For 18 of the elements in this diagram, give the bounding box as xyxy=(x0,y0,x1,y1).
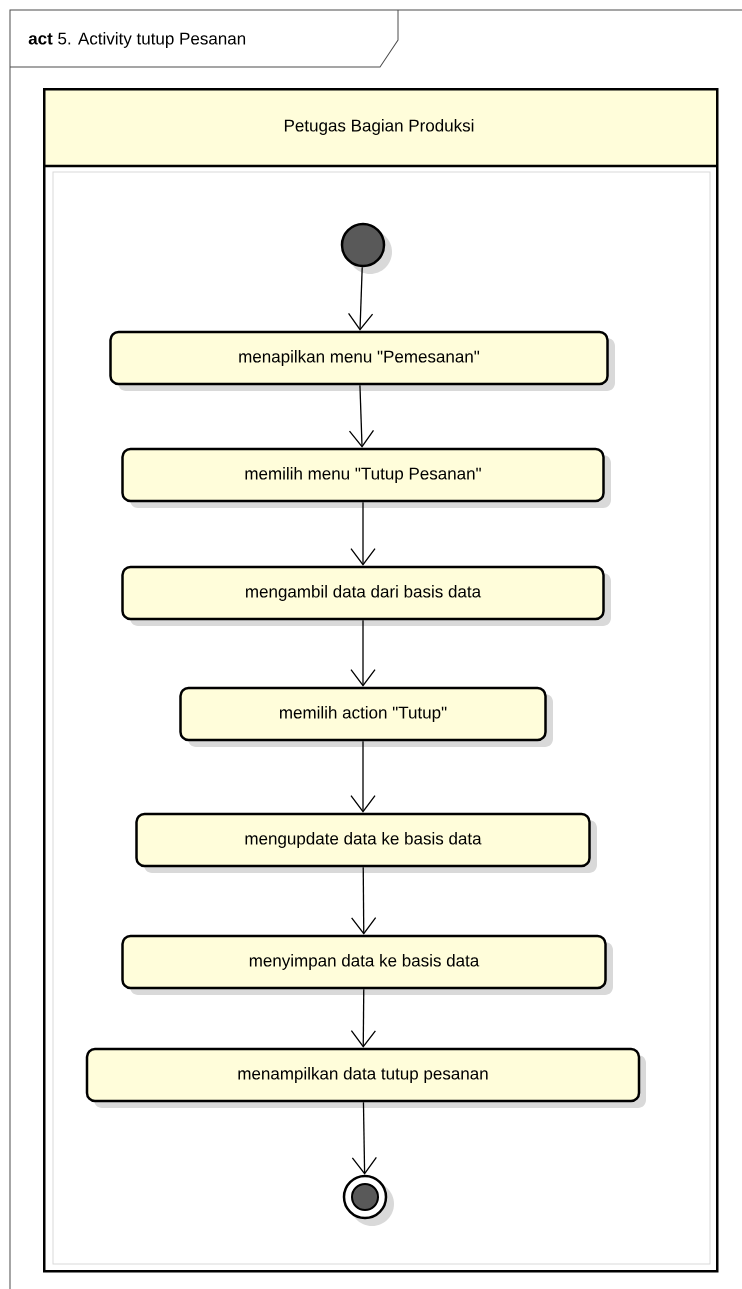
final-node xyxy=(342,1174,394,1226)
arrow xyxy=(350,740,376,813)
action-box: menapilkan menu "Pemesanan" xyxy=(109,330,615,391)
arrow xyxy=(350,501,376,566)
arrow xyxy=(348,384,375,448)
action-box: menampilkan data tutup pesanan xyxy=(85,1047,646,1108)
arrow xyxy=(350,988,377,1048)
frame-title-tab: act 5. Activity tutup Pesanan xyxy=(9,9,399,68)
action-box: menyimpan data ke basis data xyxy=(121,934,613,995)
arrow xyxy=(351,866,377,935)
action-box: mengupdate data ke basis data xyxy=(135,812,597,873)
action-box: memilih action "Tutup" xyxy=(179,686,553,747)
arrow xyxy=(347,266,374,331)
arrow xyxy=(350,619,376,687)
action-box: mengambil data dari basis data xyxy=(121,565,611,626)
action-box: memilih menu "Tutup Pesanan" xyxy=(121,447,611,508)
initial-node xyxy=(340,222,392,274)
arrow xyxy=(351,1101,377,1175)
